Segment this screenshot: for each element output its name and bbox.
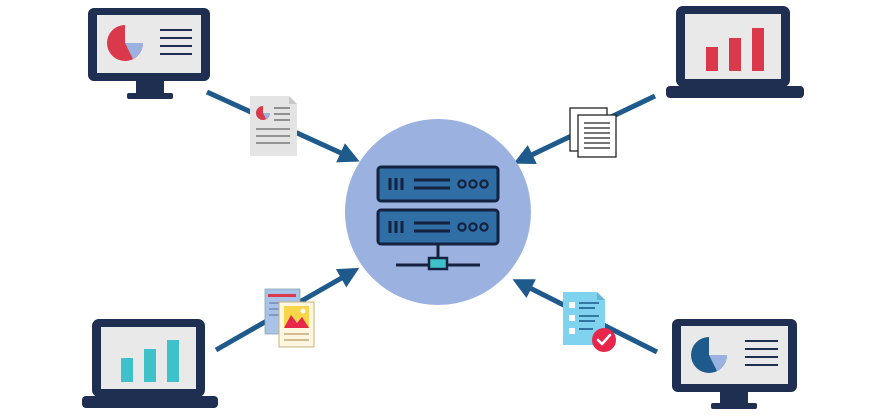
server-icon — [345, 119, 531, 305]
image-documents-icon — [264, 288, 315, 348]
laptop-keyboard-base — [666, 86, 804, 98]
check-badge-icon — [592, 328, 616, 352]
server-unit-bottom — [376, 208, 500, 246]
stacked-pages-icon — [569, 107, 617, 158]
bar-chart-icon — [121, 340, 179, 382]
bar-chart-icon — [706, 28, 764, 71]
laptop-bottom-left — [82, 319, 218, 408]
pie-chart-icon — [107, 25, 143, 61]
monitor-base — [127, 93, 173, 99]
monitor-bottom-right — [672, 319, 797, 409]
checklist-approved-icon — [563, 292, 616, 352]
network-connector-icon — [396, 244, 480, 271]
monitor-top-left — [88, 8, 210, 99]
pie-chart-icon — [691, 337, 727, 373]
server-unit-top — [376, 165, 500, 203]
monitor-neck — [136, 81, 164, 94]
text-lines-icon — [745, 340, 778, 366]
monitor-neck — [720, 392, 748, 404]
laptop-keyboard-base — [82, 396, 218, 408]
text-lines-icon — [160, 29, 192, 55]
laptop-top-right — [666, 6, 804, 98]
report-document-icon — [250, 96, 297, 156]
monitor-base — [711, 403, 757, 409]
